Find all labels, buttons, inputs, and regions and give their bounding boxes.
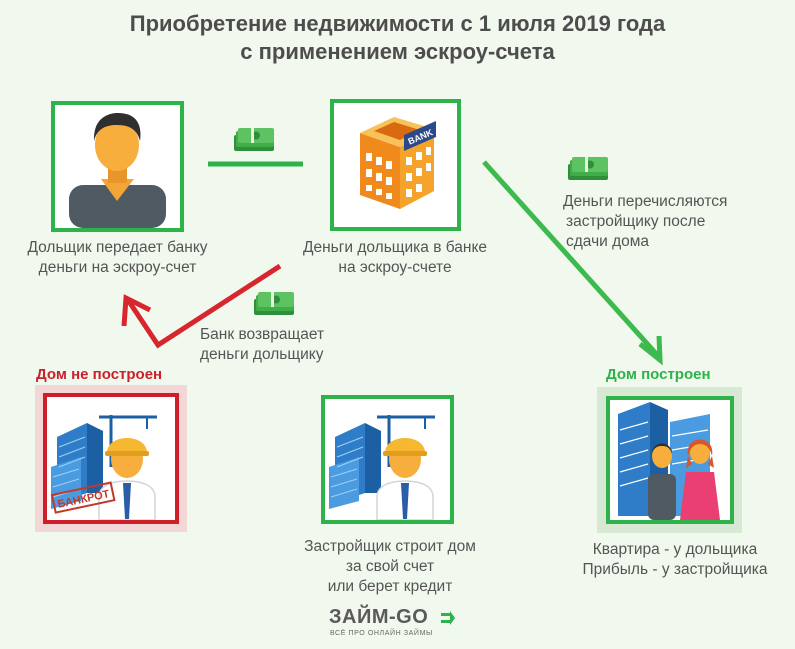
built-label-2: Прибыль - у застройщика: [582, 561, 768, 578]
refund-label-2: деньги дольщику: [200, 346, 324, 363]
refund-label-1: Банк возвращает: [200, 326, 325, 343]
brand-tagline: ВСЁ ПРО ОНЛАЙН ЗАЙМЫ: [330, 630, 433, 637]
title-line-1: Приобретение недвижимости с 1 июля 2019 …: [129, 11, 666, 36]
bank-label-1: Деньги дольщика в банке: [302, 239, 488, 256]
money-icon: [234, 128, 274, 151]
built-box: [606, 396, 734, 524]
status-not-built: Дом не построен: [36, 366, 163, 383]
title-line-2: с применением эскроу-счета: [240, 39, 555, 64]
developer-box: [321, 395, 454, 524]
status-built: Дом построен: [606, 366, 711, 383]
arrow-refund: [125, 263, 282, 349]
builder-bankrupt-icon: БАНКРОТ: [50, 415, 157, 520]
brand-arrow-icon: [441, 611, 455, 625]
bank-label-2: на эскроу-счете: [338, 259, 452, 276]
to-developer-label-1: Деньги перечисляются: [563, 193, 728, 210]
to-developer-label-3: сдачи дома: [566, 233, 650, 250]
arrowhead-refund: [121, 294, 152, 327]
buyer-box: [51, 101, 184, 232]
family-icon: [618, 402, 720, 520]
money-icon: [568, 157, 608, 180]
arrowhead-to-built: [638, 335, 663, 366]
developer-label-2: за свой счет: [345, 558, 435, 575]
arrow-to-built: [482, 160, 662, 360]
bank-building-icon: BANK: [360, 117, 436, 209]
built-label-1: Квартира - у дольщика: [592, 541, 758, 558]
developer-label-3: или берет кредит: [327, 578, 453, 595]
buyer-label-2: деньги на эскроу-счет: [38, 259, 197, 276]
buyer-label-1: Дольщик передает банку: [27, 239, 208, 256]
money-icon: [254, 292, 294, 315]
developer-label-1: Застройщик строит дом: [304, 538, 476, 555]
builder-icon: [329, 415, 435, 520]
brand-logo: ЗАЙМ-GO: [329, 606, 429, 628]
person-icon: [69, 113, 166, 228]
bank-box: BANK: [330, 99, 461, 231]
not-built-box: БАНКРОТ: [43, 393, 179, 524]
to-developer-label-2: застройщику после: [566, 213, 706, 230]
